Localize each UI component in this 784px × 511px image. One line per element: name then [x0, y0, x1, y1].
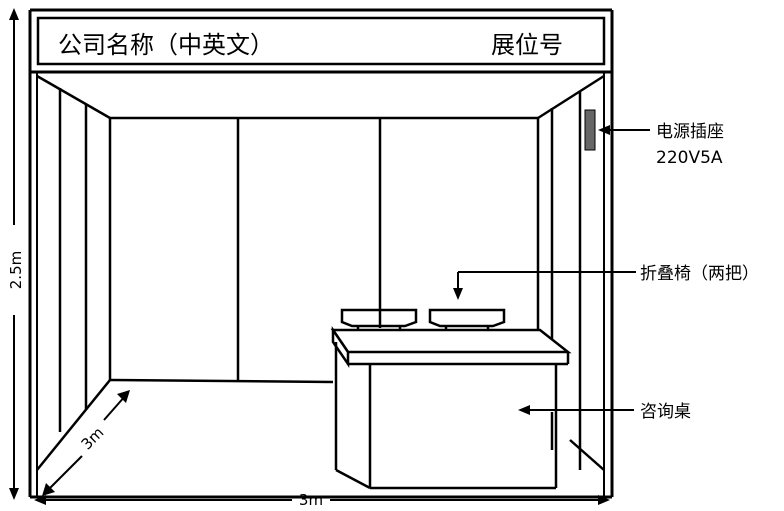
power-socket-icon: [584, 109, 596, 151]
depth-dimension: [42, 390, 130, 496]
fascia-board: [36, 16, 606, 66]
back-wall: [108, 118, 540, 384]
booth-number-label: 展位号: [491, 31, 563, 59]
consultation-desk: [330, 325, 572, 490]
ceiling-lines: [36, 74, 605, 120]
callout-lines: [453, 125, 650, 415]
chair-label: 折叠椅（两把）: [640, 264, 759, 284]
height-label: 2.5m: [7, 251, 25, 289]
company-name-label: 公司名称（中英文）: [58, 31, 274, 59]
width-label: 3m: [299, 491, 323, 506]
height-dimension: [9, 8, 19, 500]
power-socket-label: 电源插座: [656, 122, 724, 142]
width-dimension: [34, 495, 610, 505]
booth-frame: [28, 8, 614, 499]
depth-label: 3m: [78, 424, 108, 454]
left-wall: [36, 88, 111, 471]
desk-label: 咨询桌: [640, 402, 691, 422]
power-spec-label: 220V5A: [656, 148, 723, 168]
right-wall: [550, 92, 605, 471]
